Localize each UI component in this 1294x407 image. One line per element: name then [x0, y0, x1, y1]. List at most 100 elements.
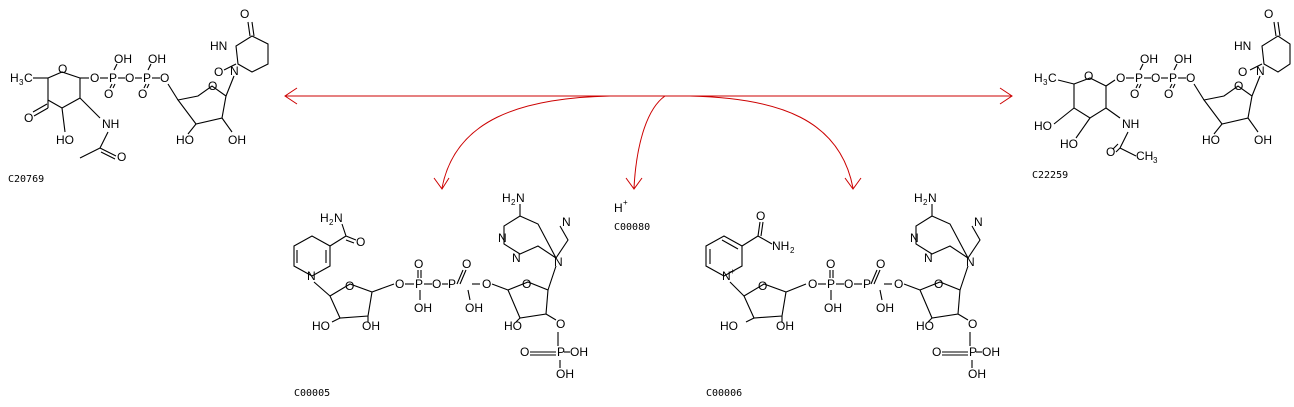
- svg-text:+: +: [730, 267, 735, 276]
- reaction-arrows: [284, 87, 1013, 190]
- svg-text:N: N: [910, 231, 919, 245]
- svg-text:O: O: [356, 235, 365, 249]
- svg-text:H: H: [10, 71, 19, 85]
- svg-text:O: O: [240, 7, 249, 21]
- proton-formula: H: [614, 201, 623, 215]
- svg-text:OH: OH: [824, 301, 842, 315]
- svg-text:OH: OH: [1254, 133, 1272, 147]
- svg-text:N: N: [966, 255, 975, 269]
- svg-text:P: P: [415, 277, 423, 291]
- svg-text:N: N: [974, 215, 983, 229]
- svg-text:HO: HO: [504, 319, 522, 333]
- arrowhead-c00080: [625, 177, 643, 190]
- svg-text:H: H: [502, 191, 511, 205]
- svg-text:O: O: [414, 257, 423, 271]
- svg-text:O: O: [1264, 7, 1273, 21]
- structure-c00080: H +: [614, 198, 628, 215]
- svg-text:N: N: [928, 191, 937, 205]
- svg-text:OH: OH: [570, 345, 588, 359]
- svg-text:OH: OH: [556, 367, 574, 381]
- branch-arrow-c00005: [441, 95, 611, 189]
- svg-text:OH: OH: [968, 367, 986, 381]
- svg-text:O: O: [932, 345, 941, 359]
- svg-text:O: O: [808, 277, 817, 291]
- svg-text:3: 3: [1153, 156, 1158, 165]
- svg-text:N: N: [562, 215, 571, 229]
- svg-text:O: O: [482, 277, 491, 291]
- svg-text:P: P: [827, 277, 835, 291]
- svg-text:O: O: [520, 345, 529, 359]
- svg-text:HO: HO: [176, 133, 194, 147]
- svg-text:3: 3: [1043, 78, 1048, 87]
- svg-text:O: O: [876, 257, 885, 271]
- branch-arrow-c00080: [633, 95, 666, 189]
- svg-text:O: O: [934, 277, 943, 291]
- right-arrowhead: [999, 87, 1013, 105]
- svg-text:P: P: [557, 345, 565, 359]
- compound-id-c00006: C00006: [706, 388, 742, 399]
- svg-text:P: P: [448, 277, 456, 291]
- svg-text:O: O: [125, 71, 134, 85]
- svg-text:HO: HO: [56, 133, 74, 147]
- svg-text:HO: HO: [1202, 133, 1220, 147]
- svg-text:O: O: [208, 79, 217, 93]
- svg-text:P: P: [143, 71, 151, 85]
- svg-text:2: 2: [790, 246, 795, 255]
- svg-text:OH: OH: [776, 319, 794, 333]
- svg-text:O: O: [1116, 71, 1125, 85]
- svg-text:N: N: [1256, 64, 1265, 78]
- svg-text:O: O: [160, 71, 169, 85]
- svg-text:N: N: [307, 269, 316, 283]
- svg-text:O: O: [24, 111, 33, 125]
- svg-text:H: H: [320, 211, 329, 225]
- svg-text:O: O: [1084, 69, 1093, 83]
- proton-charge: +: [623, 198, 628, 207]
- svg-text:HN: HN: [210, 39, 227, 53]
- svg-text:O: O: [104, 87, 113, 101]
- svg-text:P: P: [109, 71, 117, 85]
- svg-text:HO: HO: [720, 319, 738, 333]
- svg-text:3: 3: [19, 78, 24, 87]
- svg-text:O: O: [462, 257, 471, 271]
- arrowhead-c00006: [844, 177, 862, 190]
- compound-id-c00080: C00080: [614, 222, 650, 233]
- svg-text:N: N: [512, 251, 521, 265]
- svg-text:P: P: [863, 277, 871, 291]
- svg-text:O: O: [1130, 87, 1139, 101]
- svg-text:O: O: [968, 317, 977, 331]
- svg-text:O: O: [1164, 87, 1173, 101]
- svg-text:HO: HO: [312, 319, 330, 333]
- svg-text:OH: OH: [1174, 52, 1192, 66]
- svg-text:NH: NH: [772, 239, 789, 253]
- svg-text:N: N: [230, 64, 239, 78]
- svg-text:P: P: [1135, 71, 1143, 85]
- svg-text:O: O: [345, 279, 354, 293]
- branch-arrow-c00006: [689, 95, 854, 189]
- svg-text:O: O: [758, 279, 767, 293]
- svg-text:HO: HO: [1060, 137, 1078, 151]
- svg-text:OH: OH: [362, 319, 380, 333]
- svg-text:N: N: [334, 211, 343, 225]
- svg-text:NH: NH: [1122, 117, 1139, 131]
- svg-text:NH: NH: [102, 117, 119, 131]
- svg-text:O: O: [432, 277, 441, 291]
- svg-text:O: O: [522, 277, 531, 291]
- svg-text:O: O: [214, 65, 223, 79]
- svg-text:N: N: [554, 255, 563, 269]
- svg-text:2: 2: [923, 198, 928, 207]
- svg-text:N: N: [498, 231, 507, 245]
- svg-text:O: O: [844, 277, 853, 291]
- svg-text:HO: HO: [916, 319, 934, 333]
- svg-text:O: O: [1234, 79, 1243, 93]
- svg-text:O: O: [894, 277, 903, 291]
- svg-text:O: O: [395, 277, 404, 291]
- svg-text:P: P: [1169, 71, 1177, 85]
- svg-text:N: N: [722, 269, 731, 283]
- svg-text:OH: OH: [465, 301, 483, 315]
- svg-text:P: P: [969, 345, 977, 359]
- svg-text:O: O: [138, 87, 147, 101]
